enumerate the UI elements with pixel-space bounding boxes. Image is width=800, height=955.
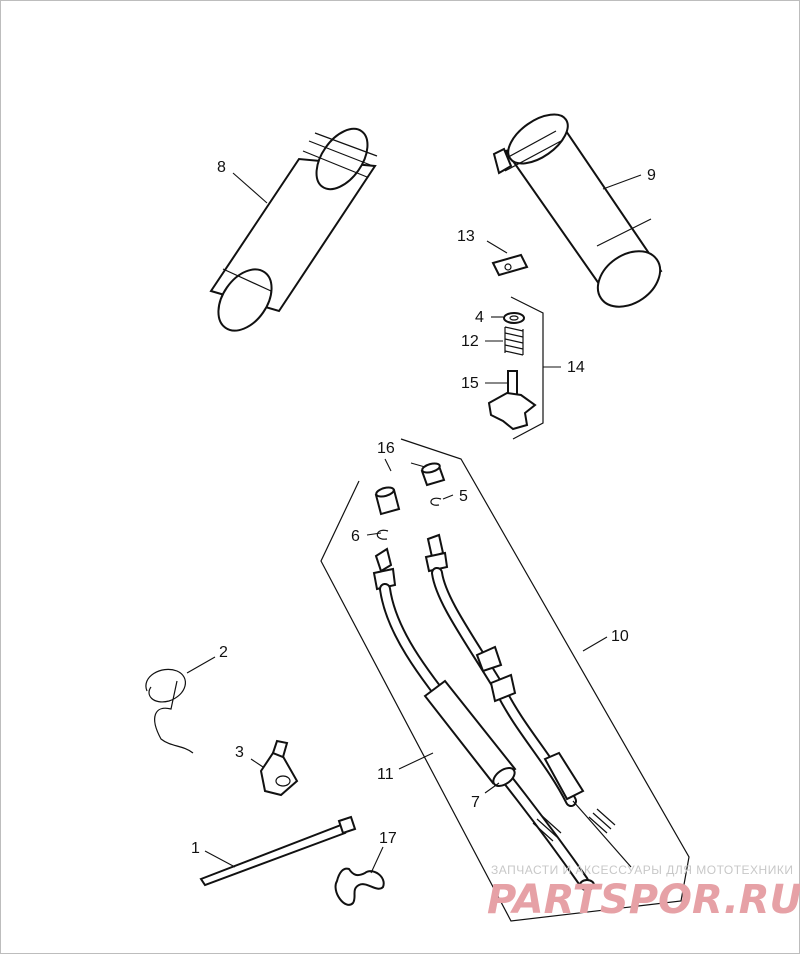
cable-10 bbox=[424, 533, 632, 868]
screw-15 bbox=[487, 370, 537, 431]
clip-13 bbox=[491, 253, 529, 277]
cable-tie-1 bbox=[199, 815, 357, 887]
callout-5: 5 bbox=[459, 488, 468, 505]
callout-12: 12 bbox=[461, 333, 479, 350]
callout-6: 6 bbox=[351, 528, 360, 545]
callout-8: 8 bbox=[217, 159, 226, 176]
callout-15: 15 bbox=[461, 375, 479, 392]
grip-right bbox=[492, 113, 663, 308]
clamp-3 bbox=[259, 739, 299, 797]
callout-2: 2 bbox=[219, 644, 228, 661]
callout-11: 11 bbox=[377, 766, 394, 783]
callout-14: 14 bbox=[567, 359, 585, 376]
cable-11 bbox=[372, 547, 595, 891]
callout-3: 3 bbox=[235, 744, 244, 761]
callout-1: 1 bbox=[191, 840, 200, 857]
callout-13: 13 bbox=[457, 228, 475, 245]
callout-9: 9 bbox=[647, 167, 656, 184]
wire-clip-2 bbox=[145, 668, 194, 754]
callout-16: 16 bbox=[377, 440, 395, 457]
watermark-tagline: ЗАПЧАСТИ И АКСЕССУАРЫ ДЛЯ МОТОТЕХНИКИ bbox=[491, 863, 793, 877]
clip-6 bbox=[376, 529, 389, 540]
callout-labels: 8 9 13 4 12 14 15 16 5 6 10 2 3 11 7 1 1… bbox=[191, 159, 656, 857]
ferrules-16 bbox=[374, 462, 446, 516]
clip-5 bbox=[430, 497, 442, 506]
callout-7: 7 bbox=[471, 794, 480, 811]
grip-left bbox=[209, 127, 378, 332]
bracket-14 bbox=[510, 296, 544, 440]
spring-12 bbox=[504, 326, 524, 356]
watermark-brand: PARTSPOR.RU bbox=[487, 877, 800, 923]
clip-17 bbox=[334, 867, 385, 906]
leader-lines bbox=[186, 172, 642, 874]
callout-4: 4 bbox=[475, 309, 484, 326]
kit-outline bbox=[320, 438, 690, 922]
callout-10: 10 bbox=[611, 628, 629, 645]
washer-4 bbox=[503, 312, 525, 324]
watermark: ЗАПЧАСТИ И АКСЕССУАРЫ ДЛЯ МОТОТЕХНИКИ PA… bbox=[487, 863, 800, 923]
callout-17: 17 bbox=[379, 830, 397, 847]
